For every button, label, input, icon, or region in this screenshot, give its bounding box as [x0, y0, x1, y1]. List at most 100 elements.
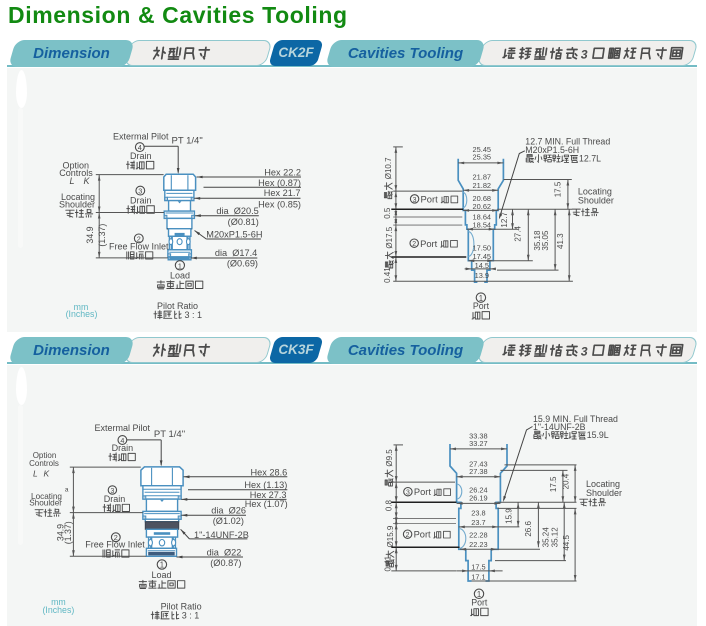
- svg-text:L: L: [70, 176, 75, 186]
- svg-text:15.9L: 15.9L: [587, 430, 609, 440]
- svg-text:3: 3: [413, 197, 417, 204]
- svg-text:23.8: 23.8: [471, 508, 485, 517]
- svg-text:17.1: 17.1: [471, 573, 485, 582]
- svg-text:Pilot Ratio: Pilot Ratio: [157, 301, 198, 311]
- svg-text:Ø10.7: Ø10.7: [384, 157, 393, 179]
- svg-text:1"-14UNF-2B: 1"-14UNF-2B: [533, 422, 586, 432]
- svg-text:20.62: 20.62: [473, 202, 492, 211]
- svg-text:(Inches): (Inches): [43, 605, 75, 615]
- svg-text:mm: mm: [74, 302, 89, 312]
- svg-text:17.50: 17.50: [473, 243, 492, 252]
- svg-text:Drain: Drain: [104, 494, 126, 504]
- svg-text:Hex 21.7: Hex 21.7: [264, 188, 301, 198]
- svg-text:Drain: Drain: [130, 195, 152, 205]
- svg-text:12.7 MIN. Full Thread: 12.7 MIN. Full Thread: [525, 137, 610, 147]
- svg-text:0.5: 0.5: [383, 207, 392, 219]
- svg-text:15.9 MIN. Full Thread: 15.9 MIN. Full Thread: [533, 414, 618, 424]
- svg-text:Load: Load: [170, 270, 190, 280]
- svg-text:Locating: Locating: [61, 192, 95, 202]
- svg-text:35.18: 35.18: [533, 230, 542, 251]
- svg-text:Extermal Pilot: Extermal Pilot: [113, 131, 169, 141]
- svg-text:35.05: 35.05: [541, 230, 550, 251]
- svg-text:17.5: 17.5: [549, 476, 558, 492]
- svg-text:(Ø1.02): (Ø1.02): [213, 516, 244, 526]
- svg-text:Controls: Controls: [29, 459, 59, 468]
- svg-text:(Ø0.87): (Ø0.87): [210, 558, 241, 568]
- svg-text:Shoulder: Shoulder: [59, 200, 95, 210]
- svg-text:(Ø0.81): (Ø0.81): [228, 217, 259, 227]
- svg-text:Free Flow Inlet: Free Flow Inlet: [85, 540, 145, 550]
- svg-text:1"-14UNF-2B: 1"-14UNF-2B: [194, 530, 249, 540]
- svg-text:Hex 22.2: Hex 22.2: [264, 167, 301, 177]
- svg-text:2: 2: [412, 241, 416, 248]
- svg-text:Port: Port: [414, 530, 431, 540]
- svg-text:2: 2: [406, 532, 410, 539]
- svg-text:3: 3: [110, 488, 114, 495]
- svg-text:1: 1: [477, 590, 481, 599]
- svg-text:27.4: 27.4: [513, 226, 522, 242]
- svg-text:0.41: 0.41: [383, 267, 392, 283]
- svg-text:M20xP1.5-6H: M20xP1.5-6H: [525, 145, 579, 155]
- svg-text:K: K: [84, 176, 91, 186]
- svg-text:Port: Port: [414, 487, 431, 497]
- svg-text:Ø17.5: Ø17.5: [385, 226, 394, 248]
- svg-text:Hex (1.13): Hex (1.13): [244, 480, 287, 490]
- svg-text:Controls: Controls: [59, 168, 93, 178]
- svg-text:Shoulder: Shoulder: [578, 195, 614, 205]
- svg-text:Drain: Drain: [112, 443, 134, 453]
- svg-text:34.9: 34.9: [56, 524, 66, 541]
- svg-text:18.54: 18.54: [473, 221, 492, 230]
- svg-text:Hex (1.07): Hex (1.07): [245, 499, 288, 509]
- svg-text:PT 1/4": PT 1/4": [154, 429, 185, 440]
- svg-text:13.9: 13.9: [475, 271, 489, 280]
- svg-text:22.23: 22.23: [469, 540, 488, 549]
- svg-text:Pilot Ratio: Pilot Ratio: [161, 601, 202, 611]
- svg-text:25.35: 25.35: [473, 153, 492, 162]
- svg-text:L: L: [33, 469, 38, 479]
- svg-text:26.19: 26.19: [469, 493, 488, 502]
- svg-text:41.3: 41.3: [556, 233, 565, 249]
- svg-text:(1.37): (1.37): [97, 224, 107, 247]
- svg-text:17.5: 17.5: [553, 181, 562, 197]
- svg-text:44.5: 44.5: [562, 535, 571, 551]
- svg-text:35.24: 35.24: [541, 527, 550, 548]
- svg-text:33.27: 33.27: [469, 439, 488, 448]
- svg-text:K: K: [44, 469, 50, 479]
- svg-text:3: 3: [580, 47, 589, 61]
- svg-text:20.4: 20.4: [561, 473, 570, 489]
- svg-text:17.45: 17.45: [473, 252, 492, 261]
- svg-text:3 : 1: 3 : 1: [185, 310, 203, 320]
- svg-text:1: 1: [160, 561, 164, 570]
- svg-text:Hex 27.3: Hex 27.3: [250, 490, 287, 500]
- svg-text:3: 3: [580, 344, 589, 358]
- svg-text:Shoulder: Shoulder: [586, 488, 622, 498]
- svg-text:20.68: 20.68: [473, 194, 492, 203]
- svg-text:1: 1: [178, 261, 182, 270]
- svg-text:27.38: 27.38: [469, 467, 488, 476]
- svg-text:12.7L: 12.7L: [579, 154, 601, 164]
- svg-text:1: 1: [479, 294, 483, 303]
- svg-text:2: 2: [114, 533, 118, 542]
- svg-text:Ø9.5: Ø9.5: [385, 449, 394, 467]
- svg-text:Locating: Locating: [578, 186, 612, 196]
- svg-text:dia Ø20.5: dia Ø20.5: [216, 206, 258, 216]
- svg-text:27.43: 27.43: [469, 460, 488, 469]
- svg-text:(Ø0.69): (Ø0.69): [227, 259, 258, 269]
- svg-text:Drain: Drain: [130, 151, 152, 161]
- svg-text:Hex (0.85): Hex (0.85): [258, 200, 301, 210]
- svg-text:Port: Port: [471, 597, 488, 607]
- svg-text:Extermal Pilot: Extermal Pilot: [95, 423, 151, 433]
- svg-text:M20xP1.5-6H: M20xP1.5-6H: [206, 229, 262, 239]
- svg-text:17.5: 17.5: [471, 562, 485, 571]
- svg-text:0.41: 0.41: [384, 555, 393, 571]
- svg-text:35.12: 35.12: [550, 527, 559, 548]
- svg-text:Hex (0.87): Hex (0.87): [258, 178, 301, 188]
- svg-text:2: 2: [137, 234, 141, 243]
- svg-text:3: 3: [138, 187, 142, 196]
- svg-text:a: a: [65, 487, 69, 494]
- svg-text:Option: Option: [63, 160, 90, 170]
- svg-text:Load: Load: [151, 570, 171, 580]
- svg-text:Locating: Locating: [586, 479, 620, 489]
- svg-text:Port: Port: [420, 238, 438, 249]
- svg-text:14.5: 14.5: [475, 261, 489, 270]
